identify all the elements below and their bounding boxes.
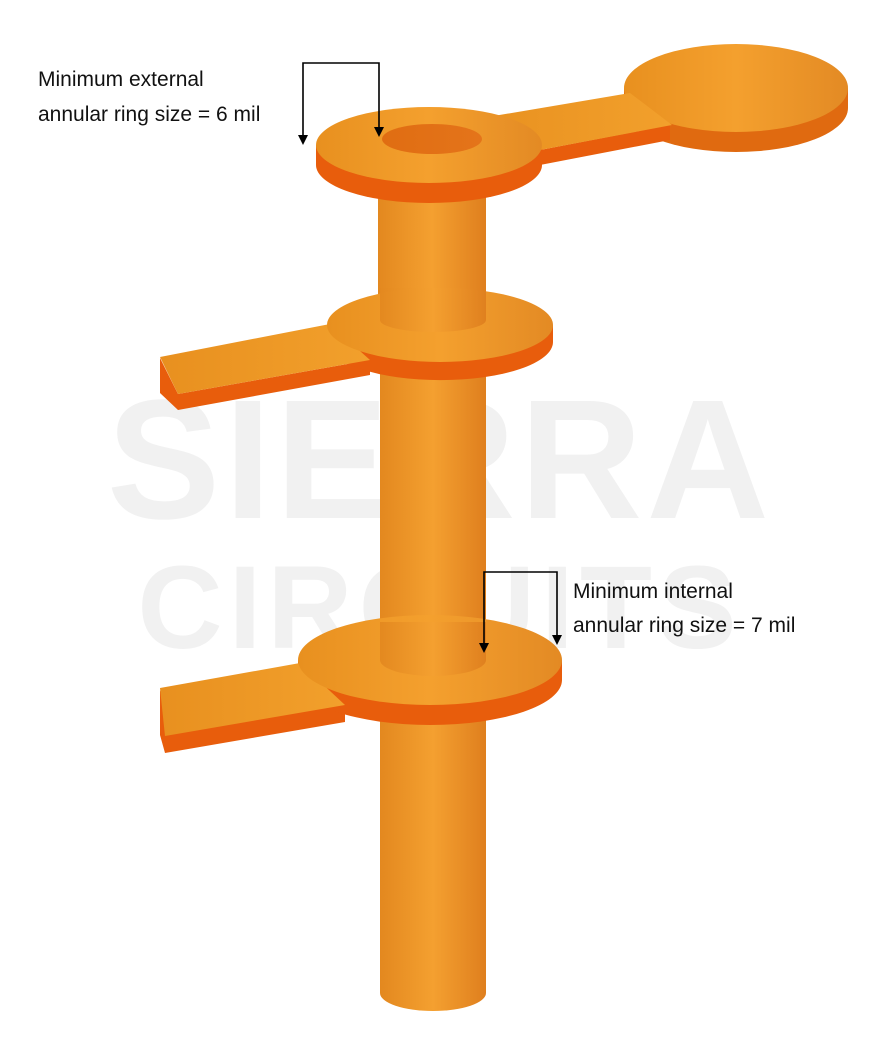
internal-label-line1: Minimum internal xyxy=(573,580,733,603)
via-barrel-middle xyxy=(380,350,486,676)
external-pad-top xyxy=(316,44,848,203)
internal-pad-bottom xyxy=(160,615,562,753)
external-label-line1: Minimum external xyxy=(38,68,204,91)
external-arrow-left xyxy=(298,135,308,145)
internal-arrow-right xyxy=(552,635,562,645)
external-dimension-bracket xyxy=(302,62,380,136)
external-arrow-right xyxy=(374,127,384,137)
external-annular-ring-callout: Minimum external annular ring size = 6 m… xyxy=(38,62,384,145)
internal-annular-ring-callout: Minimum internal annular ring size = 7 m… xyxy=(479,571,795,653)
external-label-line2: annular ring size = 6 mil xyxy=(38,103,260,126)
internal-label-line2: annular ring size = 7 mil xyxy=(573,614,795,637)
via-barrel-lower xyxy=(380,705,486,1011)
internal-arrow-left xyxy=(479,643,489,653)
internal-dimension-bracket xyxy=(483,571,558,644)
internal-pad-middle xyxy=(160,288,553,410)
